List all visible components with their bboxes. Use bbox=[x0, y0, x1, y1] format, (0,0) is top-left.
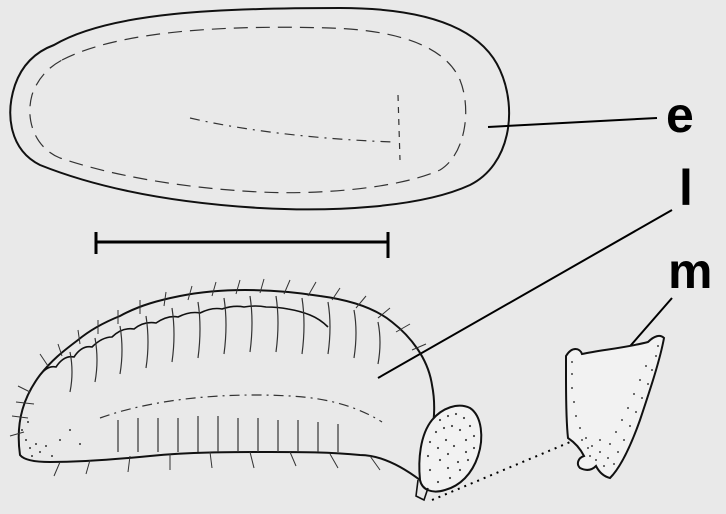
label-l: l bbox=[679, 160, 693, 216]
egg-inner-detail bbox=[190, 118, 395, 142]
scale-bar bbox=[96, 232, 388, 258]
egg-outline bbox=[10, 8, 509, 209]
egg-inner-tick bbox=[398, 95, 400, 160]
mandible-drawing bbox=[566, 336, 664, 478]
larva-inner-contour bbox=[100, 395, 382, 422]
larva-stipple bbox=[21, 421, 81, 457]
larva-ventral-ticks bbox=[118, 416, 338, 452]
label-e: e bbox=[666, 87, 694, 143]
mandible-outline bbox=[566, 336, 664, 478]
label-m: m bbox=[668, 243, 712, 299]
egg-inner-contour bbox=[30, 27, 466, 192]
larva-segment-lines bbox=[70, 296, 380, 392]
egg-drawing bbox=[10, 8, 509, 209]
larva-dorsal-scallops bbox=[40, 306, 328, 375]
leader-line-e bbox=[488, 118, 657, 127]
larva-drawing bbox=[10, 279, 481, 500]
